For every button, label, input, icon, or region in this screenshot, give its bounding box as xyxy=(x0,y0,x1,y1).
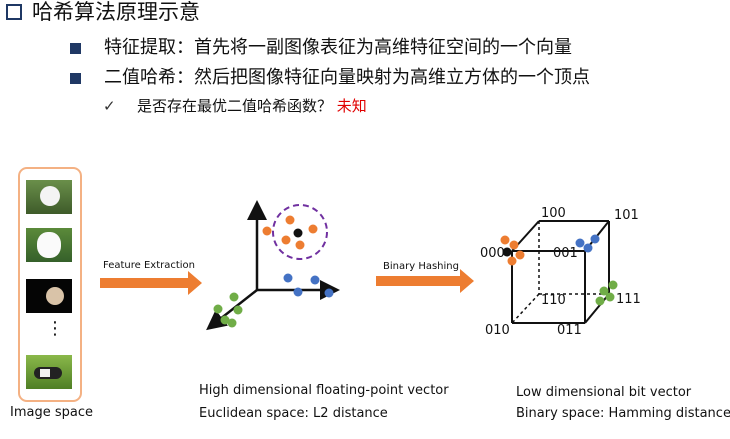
euclidean-space-caption: Euclidean space: L2 distance xyxy=(199,406,388,421)
query-point xyxy=(293,228,303,238)
dog-image-thumbnail xyxy=(26,228,72,262)
square-bullet-icon xyxy=(70,73,81,84)
binary-hashing-label: Binary Hashing xyxy=(383,261,459,272)
vertex-label-011: 011 xyxy=(557,323,582,338)
vertex-label-100: 100 xyxy=(541,206,566,221)
blue-cluster-points xyxy=(283,273,334,298)
image-space-frame xyxy=(18,167,82,402)
feature-extraction-label: Feature Extraction xyxy=(103,260,196,271)
feature-space-axes xyxy=(206,200,340,331)
cube-orange-points xyxy=(500,235,525,266)
vertex-label-110: 110 xyxy=(541,293,566,308)
green-cluster-points xyxy=(213,292,243,328)
vertex-label-101: 101 xyxy=(614,208,639,223)
binary-hashing-arrow xyxy=(376,269,474,293)
float-vector-caption: High dimensional floating-point vector xyxy=(199,383,449,398)
cube-query-point xyxy=(502,247,512,257)
square-bullet-icon xyxy=(70,43,81,54)
slide-title: 哈希算法原理示意 xyxy=(32,0,200,24)
query-neighborhood-circle xyxy=(272,204,328,260)
cube-blue-points xyxy=(575,234,600,253)
title-bullet-icon xyxy=(6,4,22,20)
dog-image-thumbnail xyxy=(26,180,72,214)
hamming-cube-hidden-edges xyxy=(511,221,609,324)
ellipsis-icon: ⋮ xyxy=(46,318,64,339)
sub-bullet-question: 是否存在最优二值哈希函数？ 未知 xyxy=(137,95,367,117)
hamming-space-caption: Binary space: Hamming distance xyxy=(516,406,730,421)
feature-extraction-arrow xyxy=(100,271,202,295)
cube-green-points xyxy=(595,280,618,306)
unknown-highlight: 未知 xyxy=(336,97,367,115)
bullet-feature-extraction: 特征提取：首先将一副图像表征为高维特征空间的一个向量 xyxy=(104,37,572,58)
image-space-label: Image space xyxy=(10,405,93,420)
cat-image-thumbnail xyxy=(26,279,72,313)
check-icon: ✓ xyxy=(103,97,116,115)
vertex-label-001: 001 xyxy=(553,246,578,261)
orange-cluster-points xyxy=(262,215,318,250)
bit-vector-caption: Low dimensional bit vector xyxy=(516,385,692,400)
dog-image-thumbnail xyxy=(26,355,72,389)
vertex-label-000: 000 xyxy=(480,246,505,261)
question-text: 是否存在最优二值哈希函数？ xyxy=(137,97,333,115)
vertex-label-010: 010 xyxy=(485,323,510,338)
vertex-label-111: 111 xyxy=(616,292,641,307)
bullet-binary-hashing: 二值哈希：然后把图像特征向量映射为高维立方体的一个顶点 xyxy=(104,67,590,88)
